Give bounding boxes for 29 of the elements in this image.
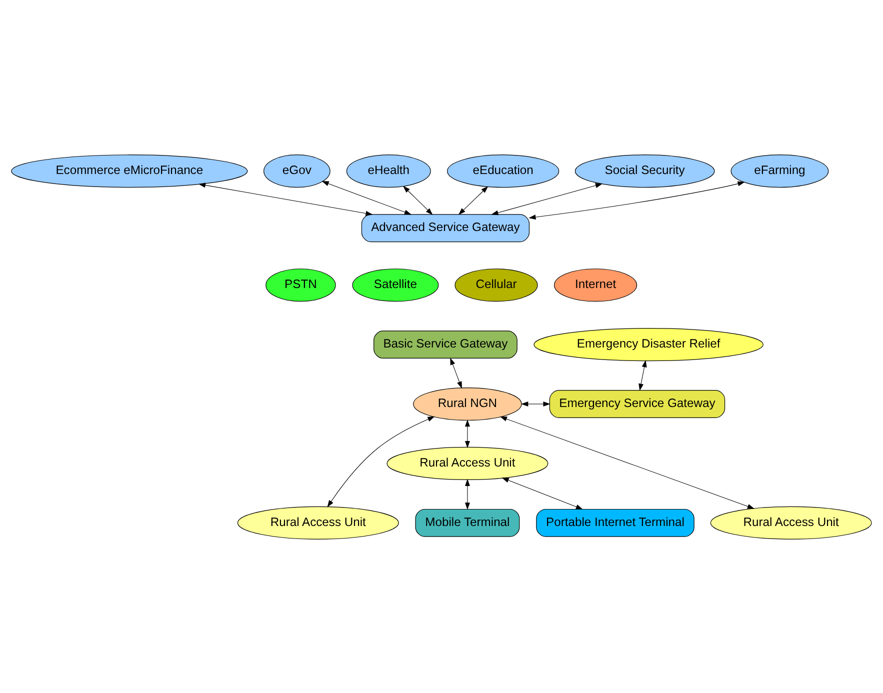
arrow (521, 401, 550, 406)
node-ellipse: Rural Access Unit (710, 506, 872, 539)
arrow (500, 416, 755, 508)
arrow (327, 416, 435, 507)
node-box: Advanced Service Gateway (361, 214, 530, 242)
node-ellipse: Emergency Disaster Relief (534, 328, 764, 361)
node-ellipse: Rural Access Unit (237, 506, 399, 539)
arrow (198, 182, 373, 216)
node-box: Basic Service Gateway (374, 330, 518, 358)
node-ellipse: Rural Access Unit (386, 446, 548, 480)
node-ellipse: Satellite (352, 268, 439, 302)
node-box: Portable Internet Terminal (536, 508, 694, 536)
arrow (403, 185, 433, 214)
arrow (464, 418, 470, 448)
arrow (322, 180, 412, 214)
node-ellipse: eEducation (447, 154, 560, 188)
node-box: Emergency Service Gateway (549, 390, 726, 418)
arrow (502, 477, 583, 509)
node-ellipse: PSTN (266, 268, 336, 302)
arrow (528, 180, 745, 220)
node-ellipse: eHealth (346, 154, 431, 188)
node-ellipse: Internet (554, 268, 638, 302)
node-ellipse: Cellular (454, 268, 538, 302)
arrow (458, 186, 488, 214)
arrow (464, 478, 470, 510)
arrow (450, 357, 462, 388)
node-box: Mobile Terminal (415, 508, 520, 536)
arrow (638, 360, 647, 390)
arrow (491, 182, 603, 215)
